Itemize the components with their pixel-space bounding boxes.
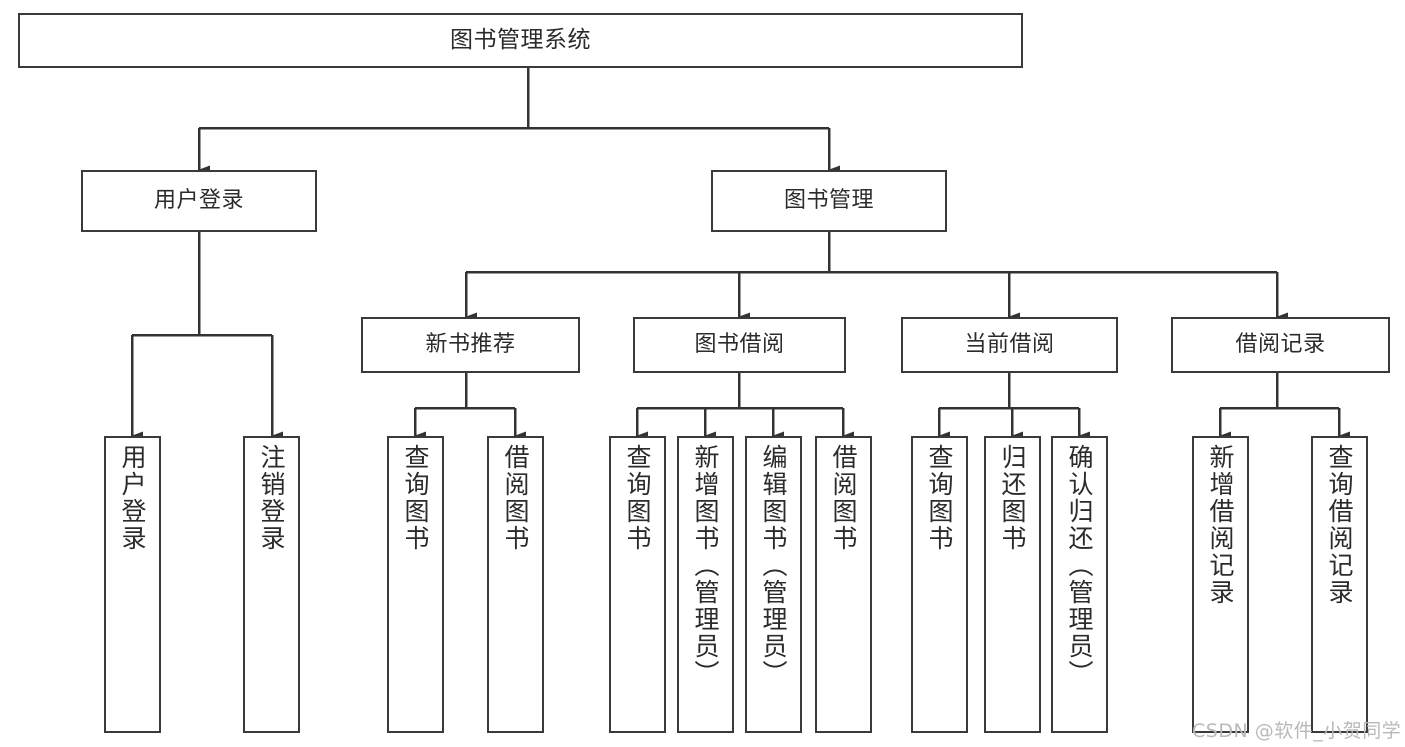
node-label: 确认归还（管理员）	[1065, 444, 1094, 687]
node-label: 编辑图书（管理员）	[759, 444, 788, 687]
node-leaf-edit-book[interactable]: 编辑图书（管理员）	[745, 436, 802, 733]
node-label: 新增借阅记录	[1206, 444, 1235, 606]
node-label: 当前借阅	[964, 332, 1055, 358]
node-label: 注销登录	[257, 444, 286, 552]
node-leaf-add-book[interactable]: 新增图书（管理员）	[677, 436, 734, 733]
node-label: 借阅记录	[1235, 332, 1326, 358]
node-leaf-add-record[interactable]: 新增借阅记录	[1192, 436, 1249, 733]
node-leaf-user-login[interactable]: 用户登录	[104, 436, 161, 733]
node-l2-user-login[interactable]: 用户登录	[81, 170, 317, 232]
node-label: 借阅图书	[501, 444, 530, 552]
node-leaf-confirm-return[interactable]: 确认归还（管理员）	[1051, 436, 1108, 733]
node-label: 用户登录	[118, 444, 147, 552]
node-root[interactable]: 图书管理系统	[18, 13, 1023, 68]
node-l3-new-book-rec[interactable]: 新书推荐	[361, 317, 580, 373]
node-label: 借阅图书	[829, 444, 858, 552]
node-leaf-logout[interactable]: 注销登录	[243, 436, 300, 733]
node-label: 新增图书（管理员）	[691, 444, 720, 687]
node-l3-current-borrow[interactable]: 当前借阅	[901, 317, 1118, 373]
node-l3-borrow-record[interactable]: 借阅记录	[1171, 317, 1390, 373]
node-leaf-query-book-2[interactable]: 查询图书	[609, 436, 666, 733]
node-label: 新书推荐	[425, 332, 516, 358]
node-leaf-query-record[interactable]: 查询借阅记录	[1311, 436, 1368, 733]
node-label: 查询借阅记录	[1325, 444, 1354, 606]
node-leaf-query-book-3[interactable]: 查询图书	[911, 436, 968, 733]
node-label: 图书借阅	[694, 332, 785, 358]
node-label: 用户登录	[153, 188, 244, 214]
node-label: 查询图书	[925, 444, 954, 552]
node-label: 图书管理	[783, 188, 874, 214]
node-l3-book-borrow[interactable]: 图书借阅	[633, 317, 846, 373]
node-label: 查询图书	[623, 444, 652, 552]
node-label: 图书管理系统	[450, 26, 591, 53]
node-leaf-query-book-1[interactable]: 查询图书	[387, 436, 444, 733]
edges-group	[130, 68, 1350, 441]
csdn-watermark: CSDN @软件_小贺同学	[1192, 720, 1402, 742]
node-leaf-borrow-book-2[interactable]: 借阅图书	[815, 436, 872, 733]
node-label: 查询图书	[401, 444, 430, 552]
node-leaf-borrow-book-1[interactable]: 借阅图书	[487, 436, 544, 733]
node-l2-book-manage[interactable]: 图书管理	[711, 170, 947, 232]
node-label: 归还图书	[998, 444, 1027, 552]
node-leaf-return-book[interactable]: 归还图书	[984, 436, 1041, 733]
